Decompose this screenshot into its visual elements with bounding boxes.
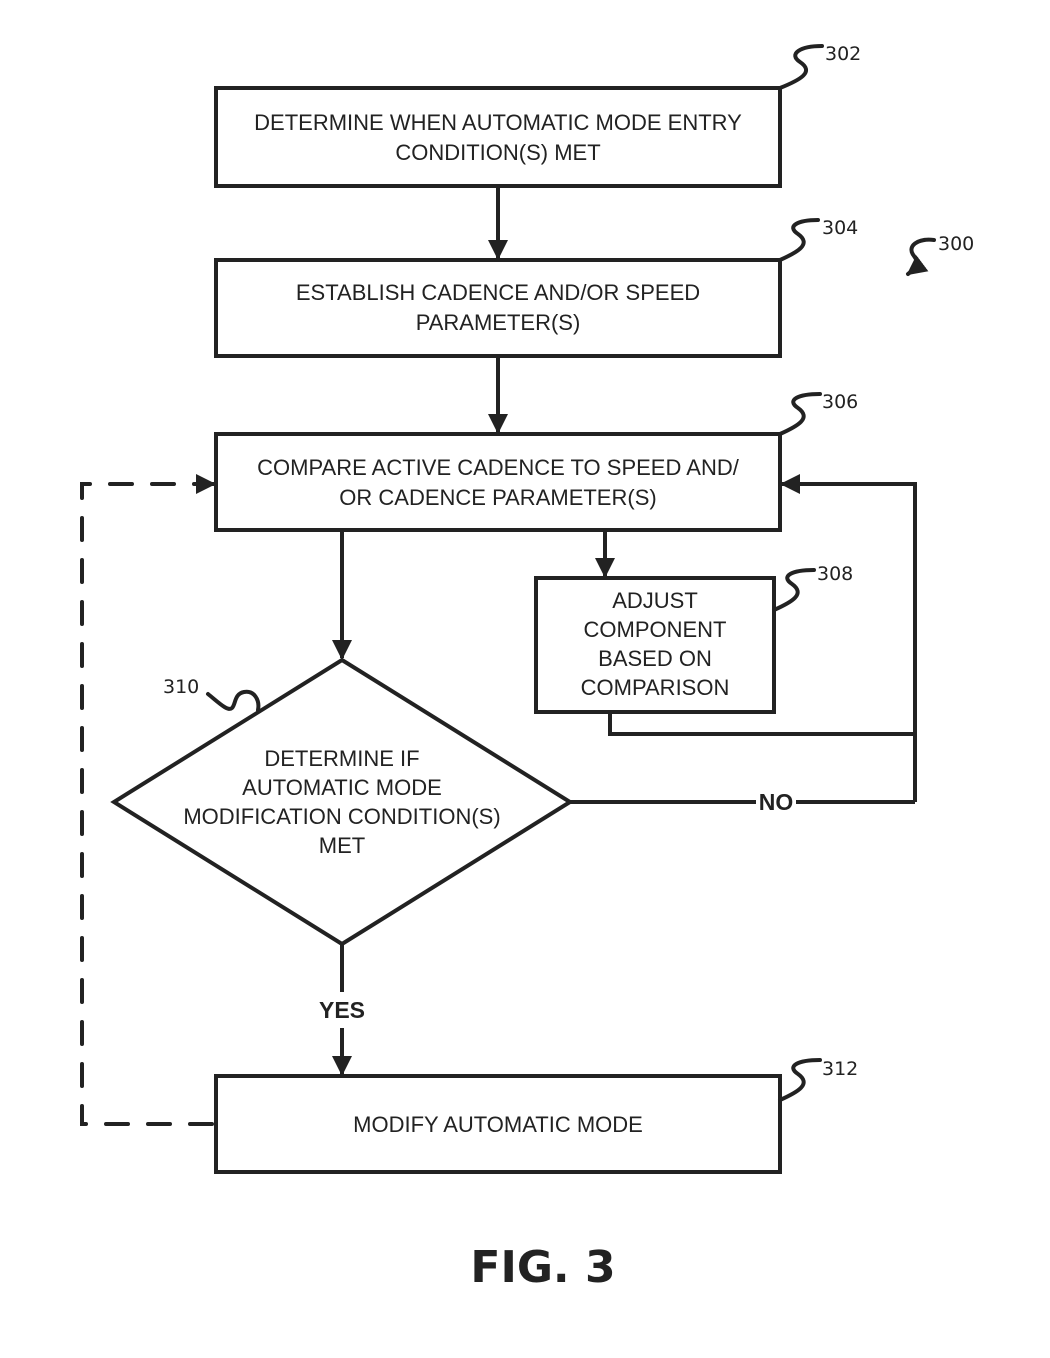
leader-310 xyxy=(206,689,261,712)
leader-302 xyxy=(778,44,824,90)
node-310-line-3: MODIFICATION CONDITION(S) xyxy=(183,804,500,829)
node-308-line-2: COMPONENT xyxy=(584,617,727,642)
node-304-line-1: ESTABLISH CADENCE AND/OR SPEED xyxy=(296,280,700,305)
leader-300 xyxy=(906,237,936,276)
process-box-306 xyxy=(214,432,782,532)
process-box-302 xyxy=(214,86,782,188)
leader-308 xyxy=(772,568,816,612)
process-box-304 xyxy=(214,258,782,358)
node-306-line-2: OR CADENCE PARAMETER(S) xyxy=(339,485,656,510)
node-302-line-2: CONDITION(S) MET xyxy=(395,140,600,165)
node-310-line-4: MET xyxy=(319,833,365,858)
figure-ref-300: 300 xyxy=(906,233,974,276)
label-no: NO xyxy=(759,789,794,815)
node-306-line-1: COMPARE ACTIVE CADENCE TO SPEED AND/ xyxy=(257,455,740,480)
leader-306 xyxy=(778,392,822,436)
node-304-line-2: PARAMETER(S) xyxy=(416,310,581,335)
ref-300: 300 xyxy=(938,233,974,255)
node-302-line-1: DETERMINE WHEN AUTOMATIC MODE ENTRY xyxy=(254,110,742,135)
leader-312 xyxy=(778,1058,822,1102)
node-304: ESTABLISH CADENCE AND/OR SPEED PARAMETER… xyxy=(214,217,858,358)
figure-title: FIG. 3 xyxy=(470,1242,615,1293)
process-box-312 xyxy=(214,1074,782,1174)
node-308-line-4: COMPARISON xyxy=(581,675,730,700)
ref-310: 310 xyxy=(163,676,199,698)
edge-312-306-dashed xyxy=(80,482,214,1126)
node-310: DETERMINE IF AUTOMATIC MODE MODIFICATION… xyxy=(110,657,574,947)
ref-308: 308 xyxy=(817,563,853,585)
node-306: COMPARE ACTIVE CADENCE TO SPEED AND/ OR … xyxy=(214,391,858,532)
edge-308-306-b xyxy=(780,474,917,802)
decision-diamond-310 xyxy=(110,657,574,947)
process-box-308 xyxy=(534,576,776,714)
node-302: DETERMINE WHEN AUTOMATIC MODE ENTRY COND… xyxy=(214,43,861,188)
leader-304 xyxy=(778,218,820,262)
ref-306: 306 xyxy=(822,391,858,413)
node-308-line-3: BASED ON xyxy=(598,646,712,671)
node-310-line-2: AUTOMATIC MODE xyxy=(242,775,442,800)
edge-308-306-a xyxy=(608,712,915,736)
ref-312: 312 xyxy=(822,1058,858,1080)
node-312: MODIFY AUTOMATIC MODE 312 xyxy=(214,1058,858,1174)
node-310-line-1: DETERMINE IF xyxy=(264,746,419,771)
node-308: ADJUST COMPONENT BASED ON COMPARISON 308 xyxy=(534,563,853,714)
node-312-line-1: MODIFY AUTOMATIC MODE xyxy=(353,1112,643,1137)
node-308-line-1: ADJUST xyxy=(612,588,698,613)
label-yes: YES xyxy=(319,997,365,1023)
ref-302: 302 xyxy=(825,43,861,65)
ref-304: 304 xyxy=(822,217,858,239)
